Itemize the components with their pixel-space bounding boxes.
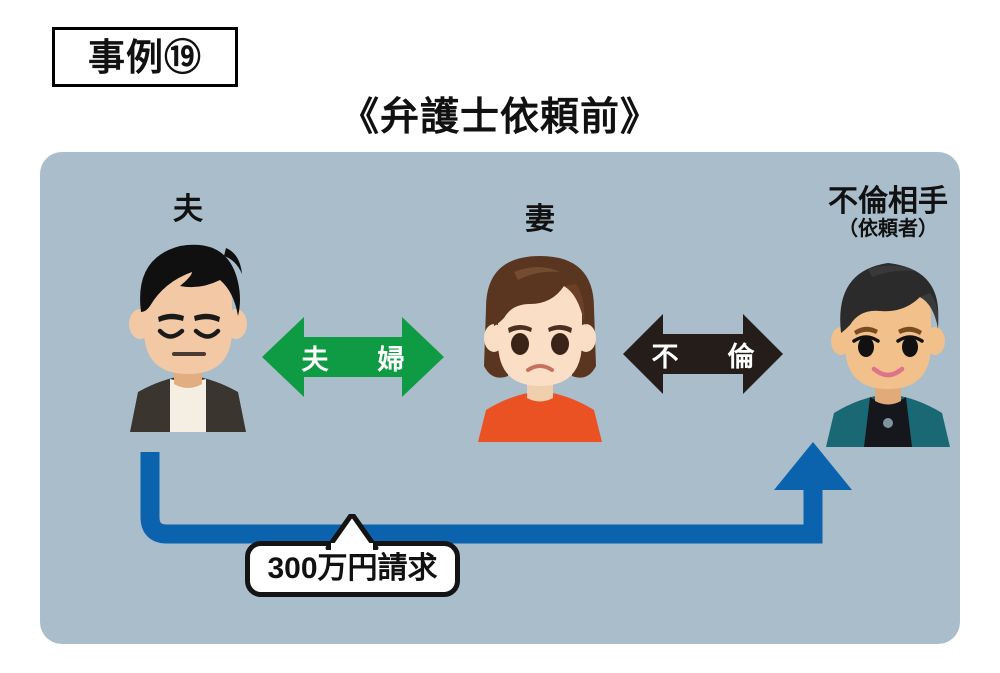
person-wife: 妻 — [440, 204, 640, 442]
double-arrow-icon — [262, 317, 444, 397]
relationship-arrow-affair: 不 倫 — [623, 312, 783, 396]
person-affair-partner: 不倫相手 （依頼者） — [788, 186, 988, 447]
person-affair-partner-sublabel: （依頼者） — [838, 217, 938, 240]
avatar-husband — [108, 232, 268, 432]
relationship-arrow-affair-label: 不 倫 — [651, 341, 766, 372]
person-wife-label: 妻 — [525, 203, 555, 236]
double-arrow-icon — [623, 314, 783, 394]
page-title: 《弁護士依頼前》 — [339, 96, 660, 139]
claim-amount-label: 300万円請求 — [267, 552, 438, 585]
diagram-panel: 夫 — [40, 152, 960, 644]
relationship-arrow-couple-label: 夫 婦 — [301, 344, 416, 375]
person-husband: 夫 — [88, 194, 288, 432]
relationship-arrow-couple: 夫 婦 — [262, 315, 444, 399]
case-badge: 事例⑲ — [52, 27, 238, 87]
person-affair-partner-label: 不倫相手 — [828, 185, 948, 218]
avatar-wife — [460, 242, 620, 442]
speech-bubble-tail — [325, 514, 379, 550]
case-badge-label: 事例⑲ — [88, 36, 202, 78]
claim-speech-bubble: 300万円請求 — [245, 541, 460, 597]
person-husband-label: 夫 — [173, 193, 203, 226]
avatar-affair-partner — [808, 247, 968, 447]
